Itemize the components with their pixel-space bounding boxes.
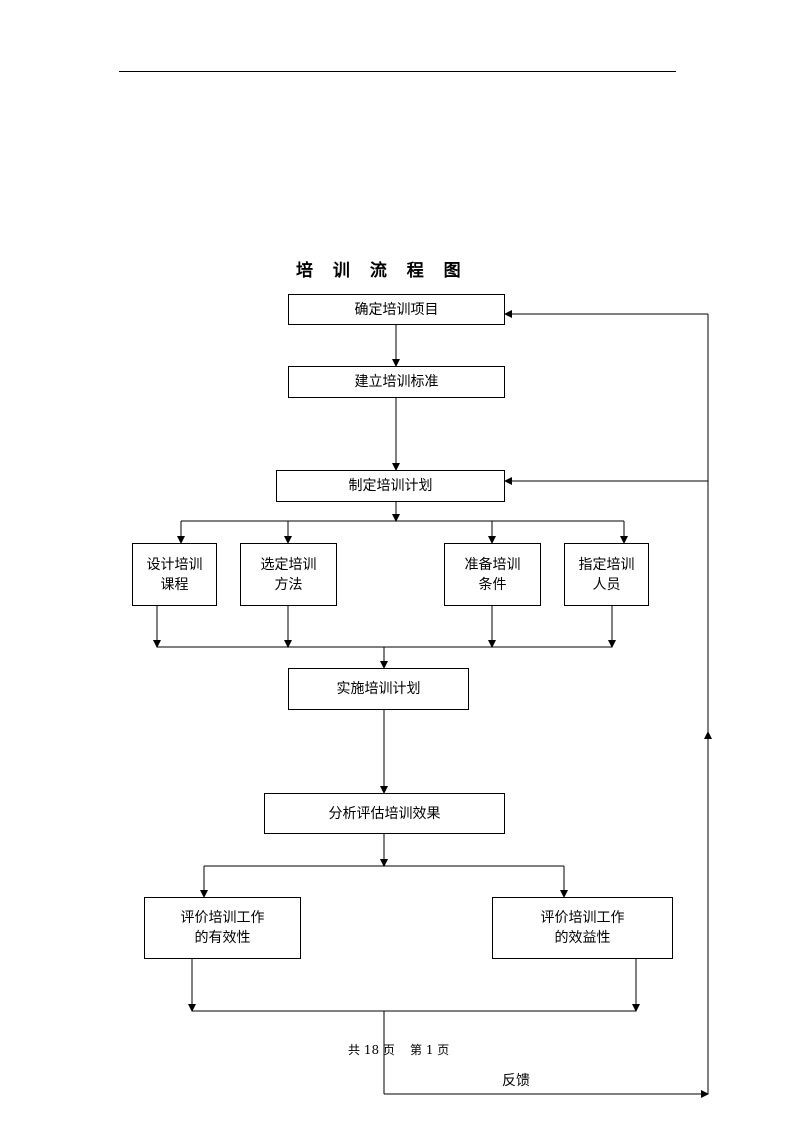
box-evaluate-benefit: 评价培训工作的效益性 — [492, 897, 673, 959]
box-label: 指定培训人员 — [578, 556, 635, 593]
diagram-title: 培 训 流 程 图 — [296, 261, 468, 281]
box-implement-training-plan: 实施培训计划 — [288, 668, 469, 710]
box-prepare-training-conditions: 准备培训条件 — [444, 543, 541, 606]
box-label: 确定培训项目 — [354, 301, 439, 318]
box-design-training-course: 设计培训课程 — [132, 543, 217, 606]
feedback-label: 反馈 — [502, 1073, 530, 1089]
footer-total-pages: 共 18 页 — [348, 1043, 395, 1057]
box-label: 制定培训计划 — [348, 478, 433, 494]
box-label: 分析评估培训效果 — [328, 805, 441, 822]
box-determine-training-items: 确定培训项目 — [288, 294, 505, 325]
box-make-training-plan: 制定培训计划 — [276, 470, 505, 502]
box-analyze-evaluate-training-effect: 分析评估培训效果 — [264, 793, 505, 834]
box-select-training-method: 选定培训方法 — [240, 543, 337, 606]
box-label: 建立培训标准 — [354, 374, 439, 390]
box-label: 准备培训条件 — [464, 556, 521, 593]
box-label: 实施培训计划 — [336, 681, 421, 697]
box-assign-training-personnel: 指定培训人员 — [564, 543, 649, 606]
box-label: 设计培训课程 — [146, 556, 203, 593]
box-evaluate-effectiveness: 评价培训工作的有效性 — [144, 897, 301, 959]
header-rule — [119, 71, 676, 72]
box-establish-training-standards: 建立培训标准 — [288, 366, 505, 398]
footer-current-page: 第 1 页 — [410, 1043, 450, 1057]
box-label: 评价培训工作的有效性 — [180, 910, 265, 946]
box-label: 评价培训工作的效益性 — [540, 910, 625, 946]
box-label: 选定培训方法 — [260, 556, 317, 593]
